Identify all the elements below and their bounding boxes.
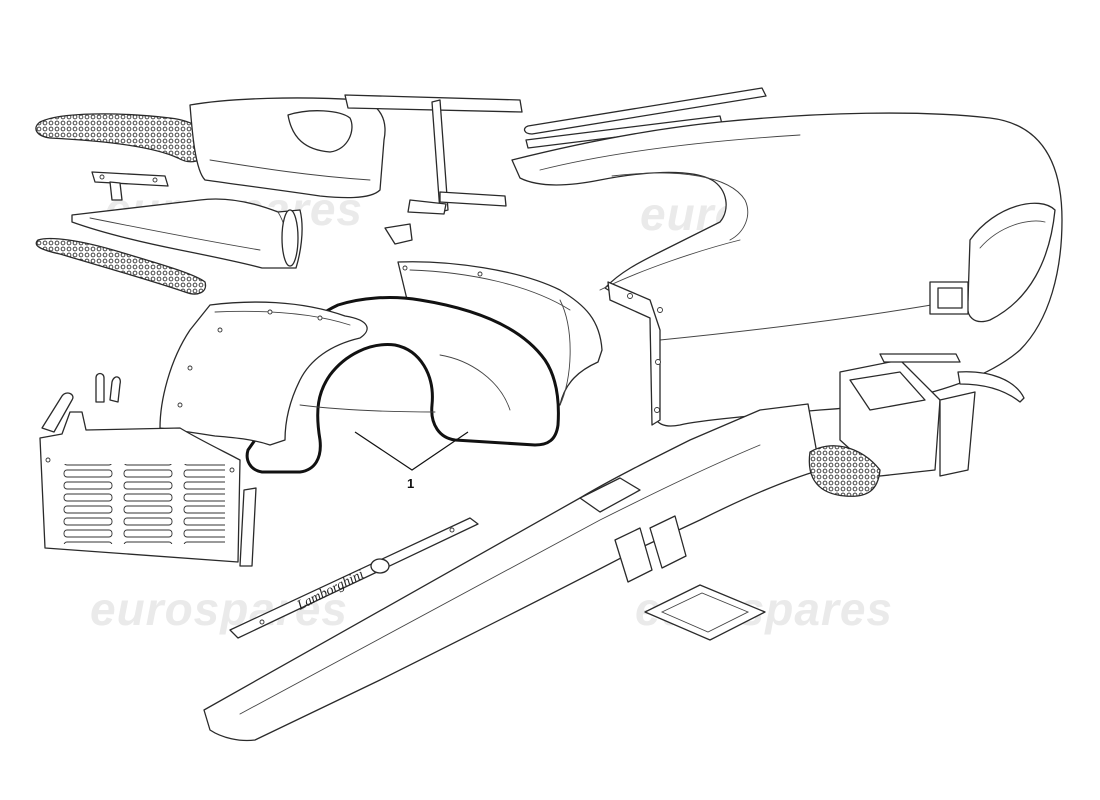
wheel-arch-liner-front bbox=[159, 301, 368, 446]
watermark-bottom-left: eurospares bbox=[90, 583, 348, 635]
mudflap-plates bbox=[614, 515, 687, 583]
access-hatch-frame bbox=[644, 584, 766, 641]
mounting-bracket-small bbox=[91, 171, 169, 201]
callout-1-leader bbox=[354, 431, 469, 471]
rear-body-panel bbox=[511, 112, 1063, 427]
intake-mesh-grille-lower bbox=[35, 237, 207, 295]
callout-1: 1 bbox=[354, 431, 469, 491]
lamborghini-badge-icon bbox=[370, 558, 390, 574]
louvred-engine-cover bbox=[39, 411, 257, 567]
intake-mesh-grille-upper bbox=[35, 113, 210, 163]
tube-fittings bbox=[41, 372, 121, 433]
side-air-scoop-panel bbox=[189, 94, 523, 245]
rear-air-duct bbox=[808, 353, 1025, 497]
air-intake-duct bbox=[71, 198, 303, 269]
callout-1-label: 1 bbox=[407, 476, 414, 491]
